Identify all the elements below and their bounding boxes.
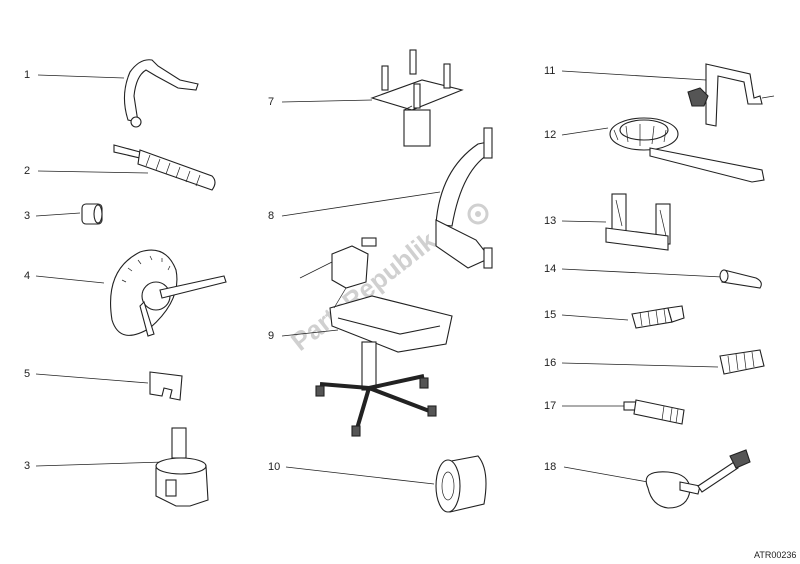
callout-2-label: 2 [24, 165, 30, 177]
callout-11[interactable]: 11 [544, 65, 707, 81]
callout-18[interactable]: 18 [544, 461, 649, 483]
callout-3-lower[interactable]: 3 [24, 460, 165, 472]
callout-15[interactable]: 15 [544, 309, 629, 321]
part-18-strap-wrench [645, 449, 751, 509]
part-12-ring-spanner [609, 117, 765, 183]
callout-12[interactable]: 12 [544, 127, 609, 141]
part-11-bracket-tool [687, 63, 775, 127]
part-14-drift-pin [719, 269, 762, 289]
callout-3-upper[interactable]: 3 [24, 210, 81, 222]
part-17-pin-tool [623, 399, 685, 425]
callout-13-label: 13 [544, 215, 556, 227]
callout-18-label: 18 [544, 461, 556, 473]
callout-5[interactable]: 5 [24, 368, 149, 384]
callout-4[interactable]: 4 [24, 270, 105, 284]
callout-12-label: 12 [544, 129, 556, 141]
callout-2[interactable]: 2 [24, 165, 149, 177]
callout-1-label: 1 [24, 69, 30, 81]
callout-8-label: 8 [268, 210, 274, 222]
callout-17[interactable]: 17 [544, 400, 624, 412]
callout-3-upper-label: 3 [24, 210, 30, 222]
callout-5-label: 5 [24, 368, 30, 380]
part-15-threaded-adapter [631, 305, 685, 329]
callout-11-label: 11 [544, 65, 555, 77]
callout-7-label: 7 [268, 96, 274, 108]
part-7-fixture-plate [370, 49, 464, 147]
gear-watermark-icon [467, 203, 489, 225]
reference-code: ATR00236 [754, 550, 796, 560]
callout-15-label: 15 [544, 309, 556, 321]
callout-10-label: 10 [268, 461, 280, 473]
part-4-degree-wheel [110, 249, 227, 337]
callout-14-label: 14 [544, 263, 556, 275]
callout-3-lower-label: 3 [24, 460, 30, 472]
part-1-pin-wrench [123, 59, 199, 128]
callout-14[interactable]: 14 [544, 263, 723, 278]
callout-16-label: 16 [544, 357, 556, 369]
callout-7[interactable]: 7 [268, 96, 373, 108]
callout-16[interactable]: 16 [544, 357, 719, 369]
part-5-shim-plate [149, 371, 183, 401]
callout-17-label: 17 [544, 400, 556, 412]
callout-9-label: 9 [268, 330, 274, 342]
part-8-arm-bracket [435, 127, 493, 269]
part-10-ring-sleeve [435, 455, 487, 513]
callout-4-label: 4 [24, 270, 30, 282]
part-3-bush [81, 203, 103, 225]
callout-9[interactable]: 9 [268, 329, 339, 342]
callout-10[interactable]: 10 [268, 461, 435, 485]
callout-13[interactable]: 13 [544, 215, 607, 227]
part-16-knurled-handle [719, 349, 765, 375]
part-9-engine-stand [299, 237, 453, 437]
callout-1[interactable]: 1 [24, 69, 125, 81]
part-2-handle-driver [113, 144, 216, 191]
part-3-puller [155, 427, 209, 507]
callout-8[interactable]: 8 [268, 191, 441, 222]
part-13-fork-plate [605, 193, 671, 251]
